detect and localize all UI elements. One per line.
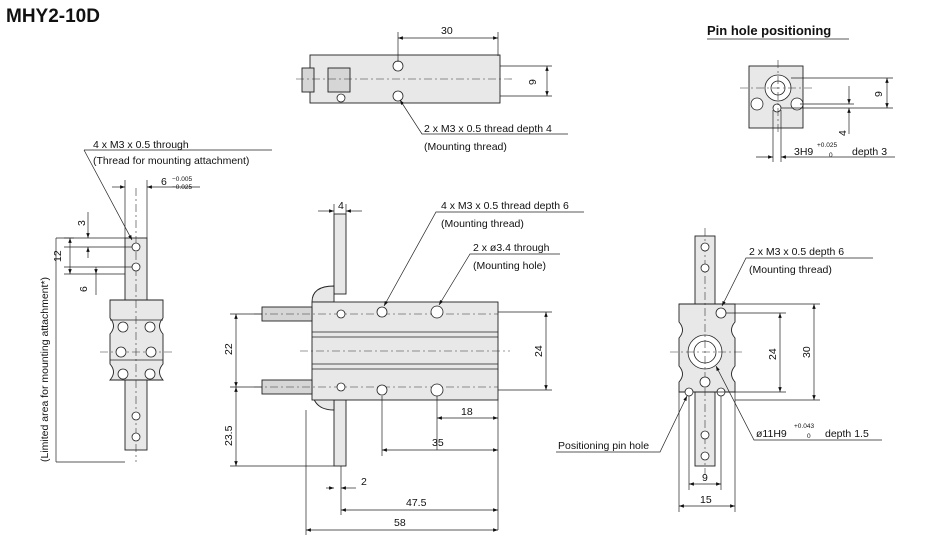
left-mount-hole-2 <box>131 262 141 272</box>
top-small-hole <box>336 93 346 103</box>
left-side-hole-1 <box>115 346 127 358</box>
top-dim-9: 9 <box>527 79 539 85</box>
pin-hole-detail: Pin hole positioning 9 4 3H9 +0.025 0 de… <box>707 23 895 162</box>
right-hole-1 <box>700 242 710 252</box>
right-thread-label: 2 x M3 x 0.5 depth 6 <box>749 246 844 258</box>
left-dim-6b: 6 <box>78 286 90 292</box>
right-hole-4 <box>700 451 710 461</box>
front-dim-47-5: 47.5 <box>406 497 427 509</box>
front-dim-22: 22 <box>223 343 235 355</box>
right-dim-9: 9 <box>702 472 708 484</box>
pin-detail-notch-left <box>750 97 764 111</box>
left-dim-6: 6 <box>161 176 167 188</box>
front-hole-2 <box>336 382 346 392</box>
right-bore-tol-lower: 0 <box>807 433 811 440</box>
right-hole-3 <box>700 430 710 440</box>
left-notch-3 <box>117 368 129 380</box>
right-dim-15: 15 <box>700 494 712 506</box>
right-dim-30: 30 <box>801 346 813 358</box>
model-title: MHY2-10D <box>6 6 100 27</box>
pin-hole-heading: Pin hole positioning <box>707 23 831 38</box>
right-thread-hole-1 <box>715 307 727 319</box>
front-hole-label: 2 x ø3.4 through <box>473 242 550 254</box>
left-dim-12: 12 <box>52 250 64 262</box>
front-dim-23-5: 23.5 <box>223 425 235 446</box>
right-thread-hole-2 <box>699 376 711 388</box>
top-thread-note: (Mounting thread) <box>424 141 507 153</box>
pin-dim-9: 9 <box>873 91 885 97</box>
pin-dim-4: 4 <box>837 130 849 136</box>
left-thread-label: 4 x M3 x 0.5 through <box>93 139 189 151</box>
pin-hole-tol-lower: 0 <box>829 152 833 159</box>
front-dim-24: 24 <box>533 345 545 357</box>
front-hole-1 <box>336 309 346 319</box>
right-thread-note: (Mounting thread) <box>749 264 832 276</box>
front-mount-hole-1 <box>430 305 444 319</box>
right-hole-2 <box>700 263 710 273</box>
right-pin-label: Positioning pin hole <box>558 440 649 452</box>
left-body <box>109 299 164 381</box>
top-view-finger <box>327 67 351 93</box>
pin-detail-positioning-hole <box>772 103 782 113</box>
front-hole-note: (Mounting hole) <box>473 260 546 272</box>
right-bore-depth: depth 1.5 <box>825 428 869 440</box>
left-notch-1 <box>117 321 129 333</box>
left-notch-4 <box>144 368 156 380</box>
front-mount-hole-2 <box>430 383 444 397</box>
front-dim-18: 18 <box>461 406 473 418</box>
pin-hole-depth: depth 3 <box>852 146 887 158</box>
left-dim-3: 3 <box>76 220 88 226</box>
pin-hole-tol-upper: +0.025 <box>817 142 837 149</box>
front-thread-hole-2 <box>376 384 388 396</box>
top-view: 30 9 2 x M3 x 0.5 thread depth 4 (Mounti… <box>296 25 568 153</box>
right-view: 2 x M3 x 0.5 depth 6 (Mounting thread) 2… <box>556 228 882 512</box>
top-view-end-cap <box>301 67 315 93</box>
left-side-hole-2 <box>145 346 157 358</box>
top-thread-hole-1 <box>392 60 404 72</box>
front-dim-58: 58 <box>394 517 406 529</box>
left-mount-hole-4 <box>131 432 141 442</box>
left-mount-hole-3 <box>131 411 141 421</box>
right-dim-24: 24 <box>767 348 779 360</box>
left-mount-hole-1 <box>131 242 141 252</box>
top-dim-30: 30 <box>441 25 453 37</box>
left-limited-area-note: (Limited area for mounting attachment*) <box>39 277 51 462</box>
front-thread-note: (Mounting thread) <box>441 218 524 230</box>
front-view: 4 4 x M3 x 0.5 thread depth 6 (Mounting … <box>223 200 584 535</box>
left-thread-note: (Thread for mounting attachment) <box>93 155 249 167</box>
right-bore-size: ø11H9 <box>756 428 787 440</box>
left-dim-6-tol-lower: −0.025 <box>172 184 192 191</box>
front-dim-4: 4 <box>338 200 344 212</box>
front-lower-finger <box>333 399 347 467</box>
right-bore-tol-upper: +0.043 <box>794 423 814 430</box>
right-positioning-pin-hole <box>684 387 694 397</box>
front-upper-finger <box>333 213 347 295</box>
front-thread-label: 4 x M3 x 0.5 thread depth 6 <box>441 200 569 212</box>
front-dim-35: 35 <box>432 437 444 449</box>
left-view: 4 x M3 x 0.5 through (Thread for mountin… <box>39 139 272 463</box>
front-thread-hole-1 <box>376 306 388 318</box>
left-dim-6-tol-upper: −0.005 <box>172 176 192 183</box>
top-thread-hole-2 <box>392 90 404 102</box>
top-thread-label: 2 x M3 x 0.5 thread depth 4 <box>424 123 552 135</box>
pin-hole-size: 3H9 <box>794 146 813 158</box>
front-dim-2: 2 <box>361 476 367 488</box>
left-notch-2 <box>144 321 156 333</box>
